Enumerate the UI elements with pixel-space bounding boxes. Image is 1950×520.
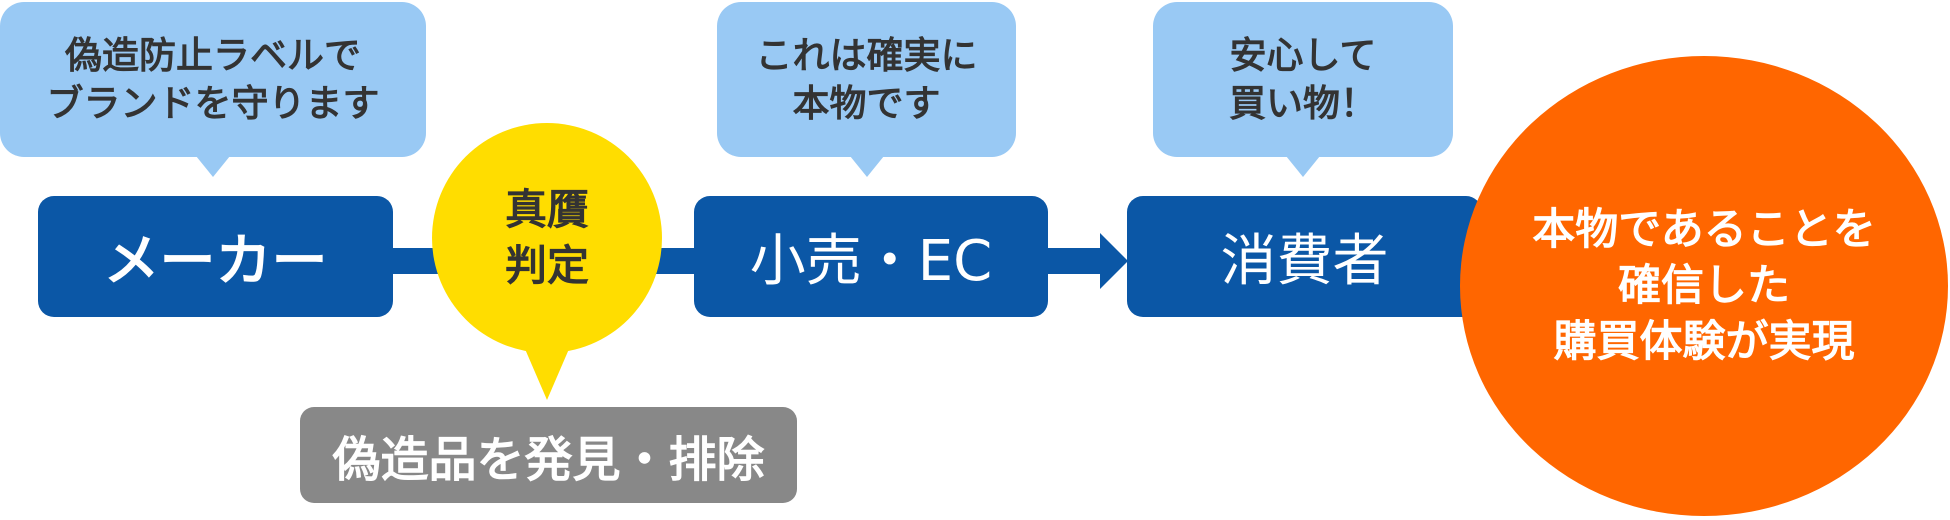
node-retail-label: 小売・EC <box>749 229 993 294</box>
result-line-3: 購買体験が実現 <box>1553 317 1855 367</box>
node-consumer-label: 消費者 <box>1220 229 1389 294</box>
bubble-maker-line-1: 偽造防止ラベルで <box>65 33 361 77</box>
node-maker-label: メーカー <box>103 229 328 294</box>
counterfeit-box: 偽造品を発見・排除 <box>300 407 797 503</box>
judge-line-2: 判定 <box>504 241 589 290</box>
connector-retail-consumer <box>1045 248 1105 274</box>
arrow-head <box>1100 233 1128 289</box>
result-circle: 本物であることを 確信した 購買体験が実現 <box>1460 56 1948 516</box>
node-consumer: 消費者 <box>1127 196 1482 317</box>
bubble-consumer-line-1: 安心して <box>1229 33 1377 77</box>
counterfeit-box-label: 偽造品を発見・排除 <box>332 432 765 488</box>
bubble-maker-line-2: ブランドを守ります <box>46 81 380 125</box>
bubble-consumer-line-2: 買い物！ <box>1229 81 1377 125</box>
node-maker: メーカー <box>38 196 393 317</box>
bubble-retail-line-2: 本物です <box>792 81 941 125</box>
judge-line-1: 真贋 <box>504 185 589 234</box>
bubble-retail: これは確実に 本物です <box>717 2 1016 177</box>
bubble-maker: 偽造防止ラベルで ブランドを守ります <box>0 2 426 177</box>
bubble-retail-line-1: これは確実に <box>755 33 978 77</box>
result-line-2: 確信した <box>1618 261 1790 311</box>
bubble-consumer: 安心して 買い物！ <box>1153 2 1453 177</box>
node-retail: 小売・EC <box>694 196 1048 317</box>
judge-circle: 真贋 判定 <box>432 123 662 353</box>
result-line-1: 本物であることを <box>1532 205 1876 255</box>
